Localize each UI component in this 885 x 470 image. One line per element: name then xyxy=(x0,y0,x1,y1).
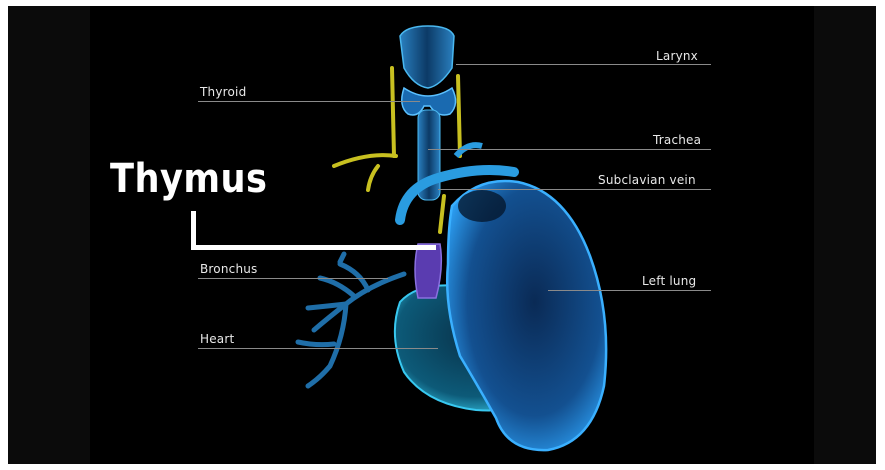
bronchus-tree xyxy=(298,254,404,386)
title-thymus: Thymus xyxy=(110,156,267,202)
larynx-shape xyxy=(400,26,454,88)
thymus-pointer-horizontal xyxy=(191,245,436,250)
heart-leader xyxy=(198,348,438,349)
left-lung-leader xyxy=(548,290,711,291)
label-trachea: Trachea xyxy=(653,133,701,147)
thyroid-leader xyxy=(198,101,420,102)
trachea-leader xyxy=(428,149,711,150)
nerves xyxy=(334,68,460,232)
anatomy-illustration: Larynx Thyroid Trachea Subclavian vein B… xyxy=(8,6,876,464)
organ-drawing xyxy=(8,6,876,464)
label-bronchus: Bronchus xyxy=(200,262,258,276)
label-larynx: Larynx xyxy=(656,49,698,63)
label-left-lung: Left lung xyxy=(642,274,696,288)
larynx-leader xyxy=(456,64,711,65)
bronchus-leader xyxy=(198,278,388,279)
label-thyroid: Thyroid xyxy=(200,85,246,99)
label-heart: Heart xyxy=(200,332,234,346)
label-subclavian-vein: Subclavian vein xyxy=(598,173,696,187)
thymus-shape xyxy=(415,244,441,298)
subclavian-leader xyxy=(438,189,711,190)
